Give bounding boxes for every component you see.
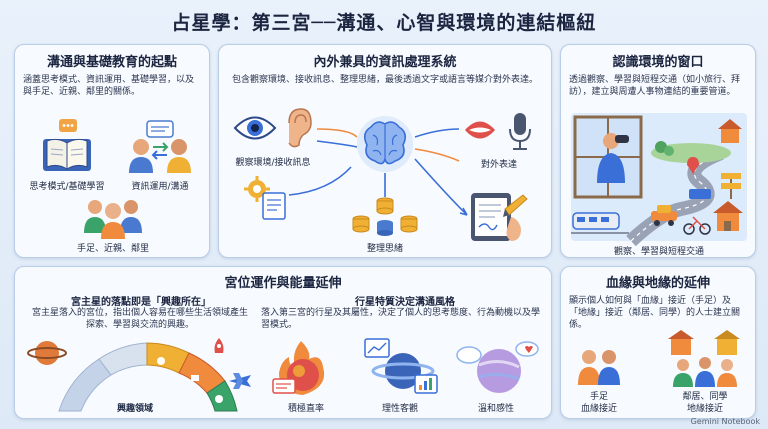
sub-style-desc: 落入第三宮的行星及其屬性，決定了個人的思考態度、行為動機以及學習模式。 bbox=[261, 308, 541, 330]
sub-interest-desc: 宮主星落入的宮位，指出個人容易在哪些生活領域產生探索、學習與交流的興趣。 bbox=[31, 308, 248, 330]
label-env: 觀察、學習與短程交通 bbox=[613, 247, 704, 257]
book-icon bbox=[43, 119, 91, 171]
label-rational: 理性客觀 bbox=[381, 404, 418, 414]
microphone-icon bbox=[509, 113, 531, 150]
window-scene-icon bbox=[571, 113, 747, 247]
gear-document-icon bbox=[244, 176, 286, 220]
blood-siblings-icon bbox=[578, 350, 620, 385]
panel-basic-education: 溝通與基礎教育的起點 涵蓋思考模式、資訊運用、基礎學習，以及與手足、近親、鄰里的… bbox=[14, 44, 210, 258]
label-gentle: 溫和感性 bbox=[477, 404, 514, 414]
label-organize: 整理思緒 bbox=[366, 244, 403, 254]
label-active: 積極直率 bbox=[287, 404, 324, 414]
label-siblings: 手足、近親、鄰里 bbox=[76, 244, 149, 254]
panel-info-title: 內外兼具的資訊處理系統 bbox=[313, 55, 457, 70]
panel-basic-desc: 涵蓋思考模式、資訊運用、基礎學習，以及與手足、近親、鄰里的關係。 bbox=[23, 75, 195, 97]
mouth-icon bbox=[465, 121, 495, 139]
sub-style-title: 行星特質決定溝通風格 bbox=[355, 297, 455, 308]
sub-interest-title: 宮主星的落點即是「興趣所在」 bbox=[71, 297, 211, 308]
panel-info-desc: 包含觀察環境、接收訊息、整理思緒，最後透過文字或語言等媒介對外表達。 bbox=[231, 75, 538, 85]
siblings-group-icon bbox=[84, 200, 142, 239]
panel-bond-title: 血緣與地緣的延伸 bbox=[605, 276, 710, 291]
page-title: 占星學：第三宮──溝通、心智與環境的連結樞紐 bbox=[171, 12, 597, 34]
label-interest: 興趣領域 bbox=[116, 404, 153, 414]
label-info: 資訊運用/溝通 bbox=[131, 182, 189, 192]
fire-planet-icon bbox=[272, 341, 325, 395]
brain-icon bbox=[357, 116, 413, 172]
database-icon bbox=[352, 197, 418, 236]
panel-environment: 認識環境的窗口 透過觀察、學習與短程交通（如小旅行、拜訪），建立與周遭人事物連結… bbox=[560, 44, 756, 258]
panel-basic-title: 溝通與基礎教育的起點 bbox=[46, 55, 177, 70]
label-blood-2: 血緣接近 bbox=[580, 404, 617, 414]
label-geo-2: 地緣接近 bbox=[686, 404, 723, 414]
panel-env-desc: 透過觀察、學習與短程交通（如小旅行、拜訪），建立與周遭人事物連結的重要管道。 bbox=[569, 75, 741, 97]
ear-icon bbox=[288, 108, 312, 148]
label-blood-1: 手足 bbox=[589, 392, 608, 402]
panel-house-title: 宮位運作與能量延伸 bbox=[224, 276, 342, 291]
tablet-pen-icon bbox=[471, 193, 528, 241]
label-express: 對外表達 bbox=[480, 160, 517, 170]
interest-arc-diagram bbox=[27, 341, 238, 412]
rocket-icon bbox=[214, 338, 224, 353]
neighbors-icon bbox=[668, 330, 740, 387]
label-observe: 觀察環境/接收訊息 bbox=[235, 158, 311, 168]
panel-env-title: 認識環境的窗口 bbox=[612, 55, 704, 70]
info-exchange-icon bbox=[129, 120, 191, 173]
brand-watermark: Gemini Notebook bbox=[690, 417, 760, 426]
panel-bond-desc: 顯示個人如何與「血緣」接近（手足）及「地緣」接近（鄰居、同學）的人士建立關係。 bbox=[569, 296, 741, 330]
gentle-planet-icon bbox=[456, 341, 539, 393]
eye-icon bbox=[233, 116, 277, 140]
panel-info-processing: 內外兼具的資訊處理系統 包含觀察環境、接收訊息、整理思緒，最後透過文字或語言等媒… bbox=[218, 44, 552, 258]
airplane-icon bbox=[229, 373, 251, 389]
flow-lines bbox=[288, 128, 468, 216]
panel-house-operation: 宮位運作與能量延伸 宮主星的落點即是「興趣所在」 宮主星落入的宮位，指出個人容易… bbox=[14, 266, 552, 419]
label-thinking: 思考模式/基礎學習 bbox=[29, 182, 105, 192]
panel-bond: 血緣與地緣的延伸 顯示個人如何與「血緣」接近（手足）及「地緣」接近（鄰居、同學）… bbox=[560, 266, 756, 419]
label-geo-1: 鄰居、同學 bbox=[682, 392, 728, 402]
ringed-planet-icon bbox=[364, 338, 438, 394]
